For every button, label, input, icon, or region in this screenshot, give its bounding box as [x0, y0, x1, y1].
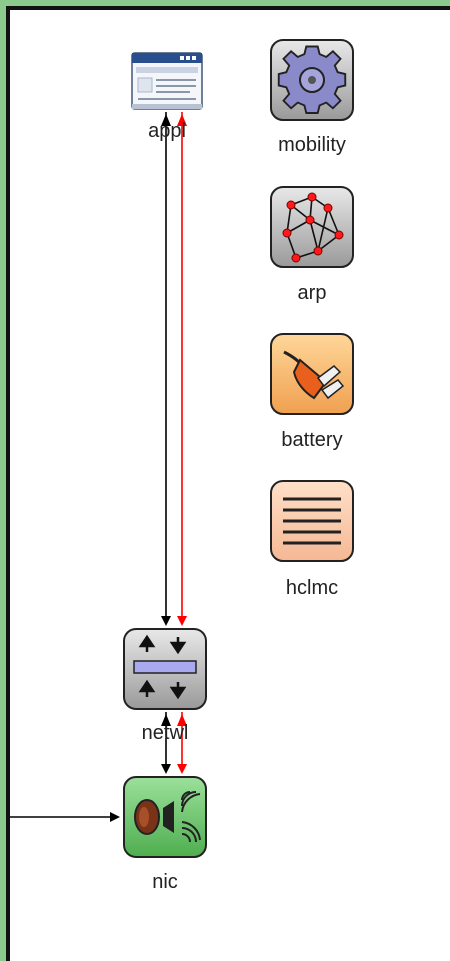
battery-module[interactable] [270, 333, 354, 415]
netwl-label: netwl [141, 722, 189, 744]
appl-module[interactable] [131, 52, 203, 110]
gear-icon [277, 45, 347, 114]
network-graph-icon [282, 192, 344, 263]
battery-label: battery [281, 429, 343, 451]
hclmc-module[interactable] [270, 480, 354, 562]
horizontal-lines-icon [283, 497, 341, 545]
connection-appl-netwl [161, 112, 187, 626]
mobility-module[interactable] [270, 39, 354, 121]
compound-module-top-border [6, 6, 450, 10]
nic-module[interactable] [123, 776, 207, 858]
arp-label: arp [297, 282, 327, 304]
connection-netwl-nic [161, 712, 187, 774]
appl-label: appl [148, 120, 186, 142]
mobility-label: mobility [278, 134, 346, 156]
power-plug-icon [283, 350, 345, 400]
arp-module[interactable] [270, 186, 354, 268]
frame-left-border [0, 0, 6, 961]
compound-module-left-border [6, 6, 10, 961]
radio-antenna-icon [134, 791, 201, 843]
hclmc-label: hclmc [285, 577, 339, 599]
netwl-module[interactable] [123, 628, 207, 710]
frame-top-border [0, 0, 450, 6]
application-window-icon [131, 52, 203, 110]
network-layer-arrows-icon [133, 634, 197, 700]
nic-label: nic [152, 871, 178, 893]
